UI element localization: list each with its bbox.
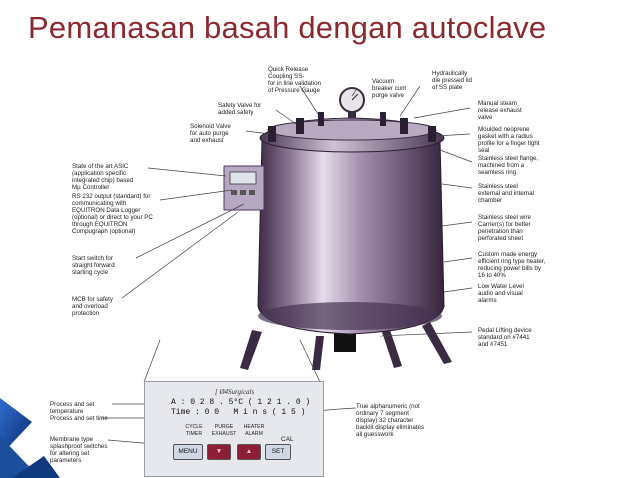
label-custom-energy: Custom made energy efficient ring type h… [478,251,546,279]
label-pedal-lifting: Pedal Lifting device standard on #7441 a… [478,327,532,348]
label-safety-valve: Safety Valve for added safety [218,102,262,116]
panel-brand: [ Ø4Surgicals [215,388,255,396]
key-label-alarm: ALARM [245,431,263,437]
slide-title: Pemanasan basah dengan autoclave [28,10,547,45]
lcd-line-temp: A : 0 2 8 . 5°C ( 1 2 1 . 0 ) [171,398,311,407]
autoclave-chamber [257,117,445,335]
label-mcb: MCB for safety and overload protection [72,296,113,317]
corner-decoration [0,398,60,478]
label-low-water: Low Water Level audio and visual alarms [478,283,524,304]
key-label-cycle: CYCLE [185,424,203,430]
key-label-heater: HEATER [243,424,265,430]
label-manual-steam: Manual steam release exhaust valve [478,100,522,121]
label-true-alphanumeric: True alphanumeric (not ordinary 7 segmen… [356,403,425,438]
key-label-purge: PURGE [214,424,234,430]
label-vacuum-breaker: Vacuum breaker cum purge valve [372,78,407,99]
menu-button[interactable]: MENU [173,444,203,460]
lid-clamps [268,112,436,142]
label-ss-flange: Stainless steel flange, machined from a … [478,155,539,176]
up-arrow-button[interactable]: ▲ [237,444,261,460]
set-button[interactable]: SET [265,444,291,460]
leader-lines [102,85,473,447]
control-panel: [ Ø4Surgicals A : 0 2 8 . 5°C ( 1 2 1 . … [144,381,324,477]
lcd-line-time: Time : 0 0 M i n s ( 1 5 ) [171,408,306,417]
cal-label: CAL [281,436,294,443]
label-process-temp: Process and set temperature [50,401,95,415]
lcd-display: A : 0 2 8 . 5°C ( 1 2 1 . 0 ) Time : 0 0… [171,398,311,418]
label-solenoid-valve: Solenoid Valve for auto purge and exhaus… [190,123,231,144]
label-rs232: RS 232 output (standard) for communicati… [72,193,153,235]
label-start-switch: Start switch for straight forward starti… [72,255,115,276]
label-quick-release: Quick Release Coupling SS- for in line v… [268,66,321,94]
pressure-gauge [339,87,365,118]
label-membrane: Membrane type splashproof switches for a… [50,436,108,464]
label-moulded-neoprene: Moulded neoprene gasket with a radius pr… [478,126,540,154]
key-label-exhaust: EXHAUST [211,431,237,437]
down-arrow-button[interactable]: ▼ [207,444,231,460]
label-asic: State of the art ASIC (application speci… [72,163,134,191]
label-hydraulically-pressed-lid: Hydraulically die pressed lid of SS plat… [432,70,472,91]
controller-box [223,165,265,211]
label-ss-external: Stainless steel external and internal ch… [478,183,535,204]
label-process-time: Process and set time [50,415,108,422]
key-label-timer: TIMER [185,431,203,437]
label-ss-wire: Stainless steel wire Carrier(s) for bett… [478,214,531,242]
